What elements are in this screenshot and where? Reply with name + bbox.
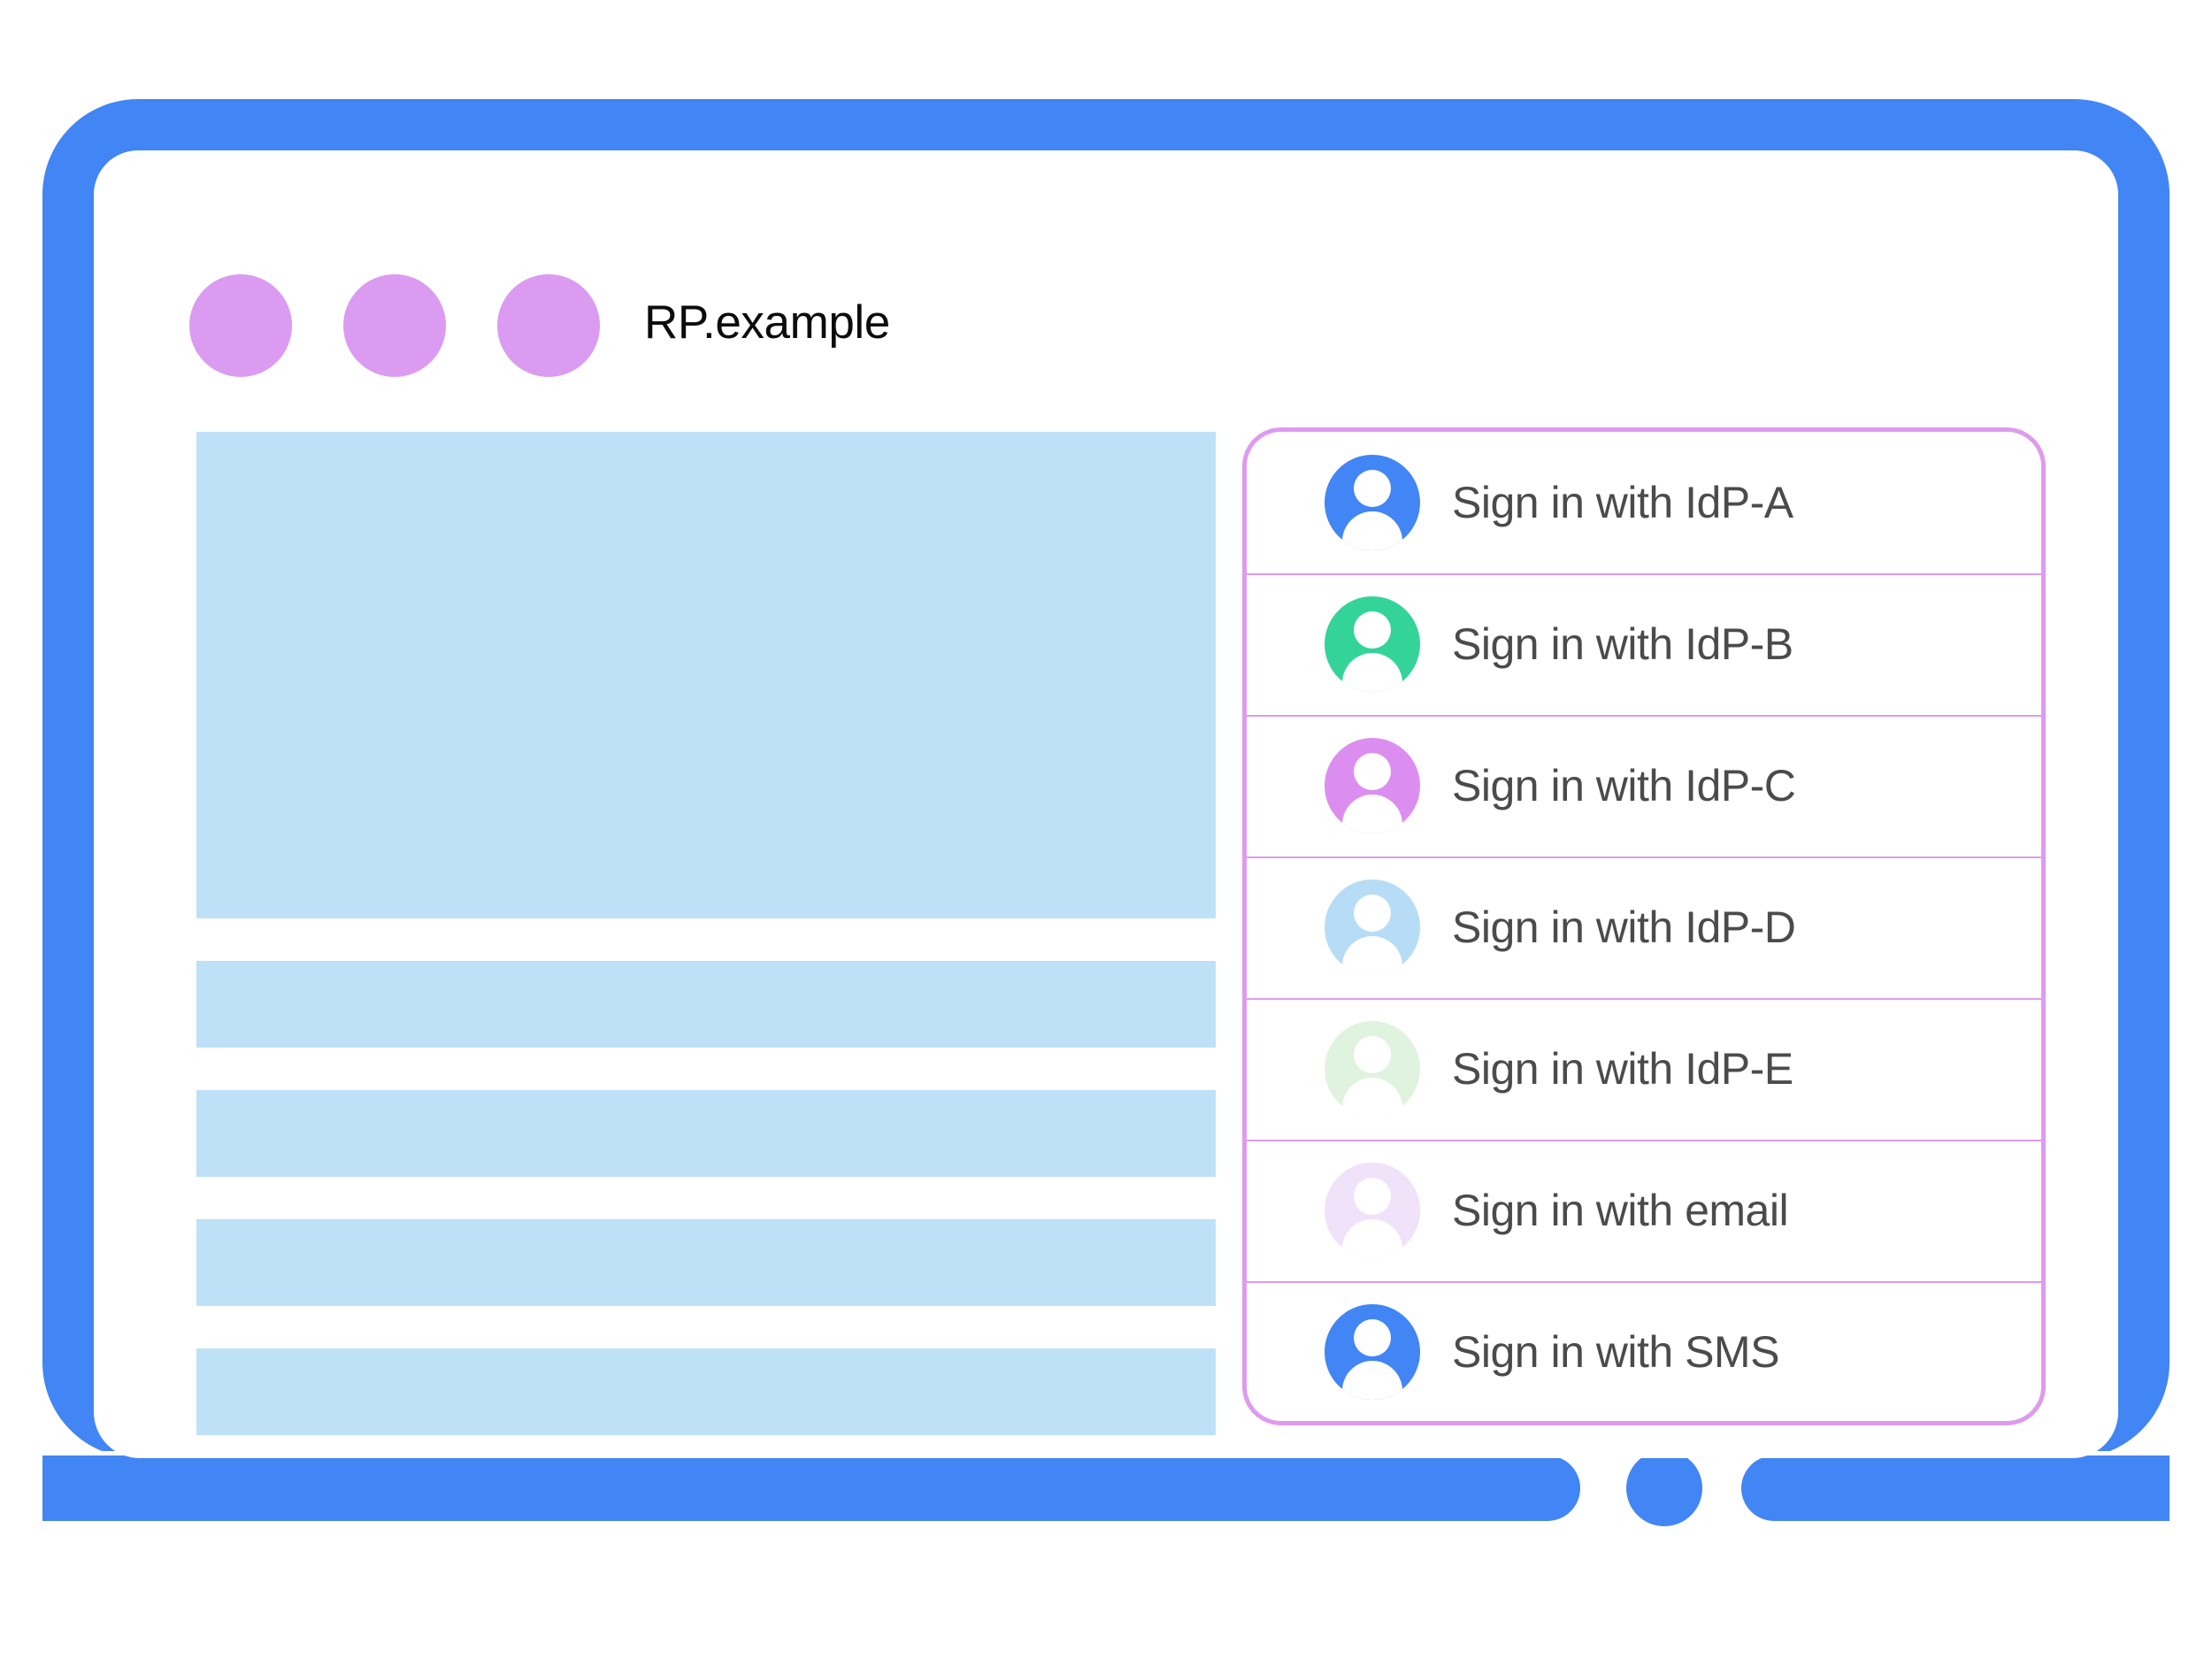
device-frame-bottom-left (42, 1455, 1580, 1521)
window-dot-3-icon[interactable] (497, 274, 600, 377)
browser-screen: RP.example Sign in with IdP-A (94, 150, 2118, 1458)
text-placeholder-3 (196, 1219, 1216, 1306)
sign-in-option-label: Sign in with IdP-A (1452, 478, 1793, 527)
sign-in-option-idp-d[interactable]: Sign in with IdP-D (1247, 856, 2041, 998)
avatar-icon (1325, 455, 1420, 550)
home-button[interactable] (1626, 1450, 1702, 1526)
sign-in-option-label: Sign in with IdP-E (1452, 1044, 1793, 1094)
avatar-icon (1325, 879, 1420, 975)
page-content-column (196, 432, 1216, 1435)
sign-in-option-label: Sign in with IdP-C (1452, 761, 1796, 810)
sign-in-option-idp-e[interactable]: Sign in with IdP-E (1247, 998, 2041, 1140)
sign-in-option-label: Sign in with IdP-B (1452, 619, 1793, 669)
device-frame-bottom-right (1741, 1455, 2170, 1521)
sign-in-option-label: Sign in with SMS (1452, 1327, 1779, 1377)
avatar-icon (1325, 1021, 1420, 1117)
sign-in-option-idp-a[interactable]: Sign in with IdP-A (1247, 432, 2041, 573)
page-title: RP.example (644, 296, 890, 349)
avatar-icon (1325, 1304, 1420, 1400)
avatar-icon (1325, 738, 1420, 833)
sign-in-option-list: Sign in with IdP-A Sign in with IdP-B Si… (1247, 432, 2041, 1421)
window-dot-1-icon[interactable] (189, 274, 292, 377)
hero-placeholder (196, 432, 1216, 918)
window-dot-2-icon[interactable] (343, 274, 446, 377)
text-placeholder-4 (196, 1348, 1216, 1435)
avatar-icon (1325, 1163, 1420, 1258)
sign-in-option-email[interactable]: Sign in with email (1247, 1140, 2041, 1281)
sign-in-option-sms[interactable]: Sign in with SMS (1247, 1281, 2041, 1421)
sign-in-option-idp-b[interactable]: Sign in with IdP-B (1247, 573, 2041, 715)
text-placeholder-1 (196, 961, 1216, 1048)
avatar-icon (1325, 596, 1420, 692)
sign-in-option-label: Sign in with IdP-D (1452, 902, 1796, 952)
sign-in-option-label: Sign in with email (1452, 1186, 1789, 1235)
text-placeholder-2 (196, 1090, 1216, 1177)
sign-in-panel: Sign in with IdP-A Sign in with IdP-B Si… (1242, 427, 2046, 1425)
sign-in-option-idp-c[interactable]: Sign in with IdP-C (1247, 715, 2041, 856)
title-bar: RP.example (94, 150, 2118, 380)
